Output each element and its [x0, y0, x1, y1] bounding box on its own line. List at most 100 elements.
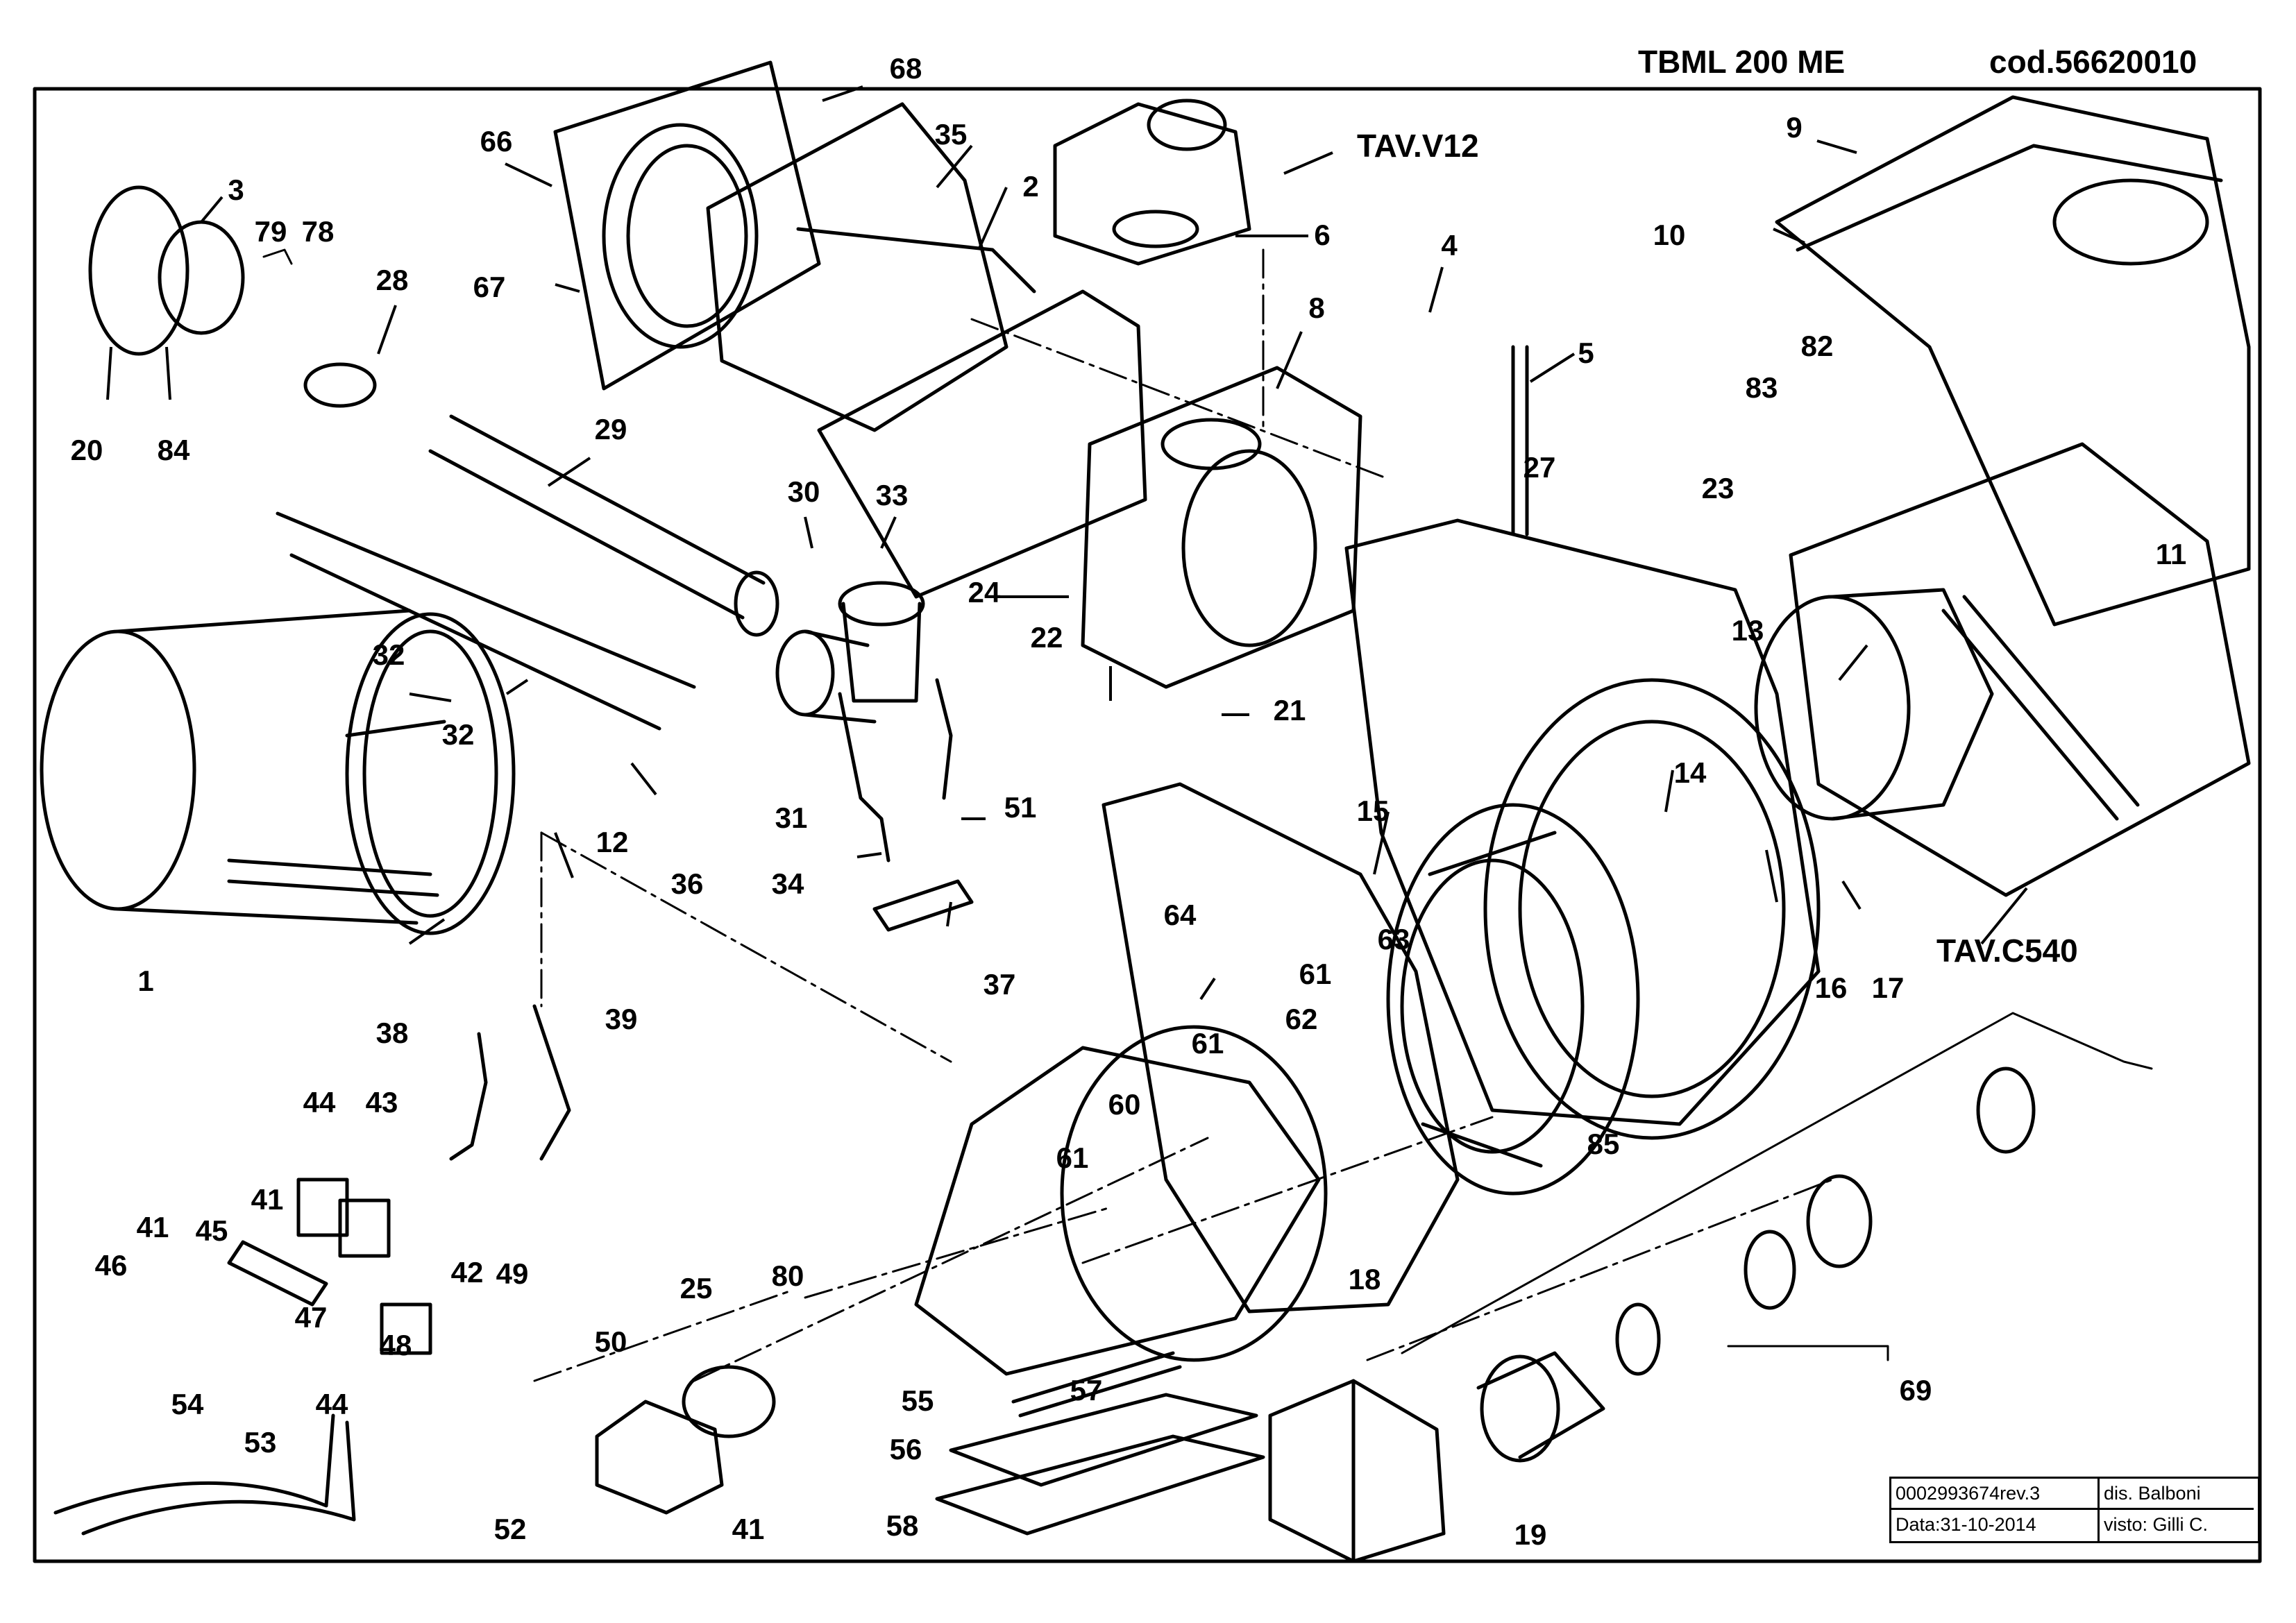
part-label-50: 50: [594, 1325, 627, 1358]
part-label-24: 24: [968, 576, 1001, 609]
part-label-85: 85: [1587, 1128, 1620, 1160]
part-label-41: 41: [136, 1211, 169, 1243]
part-cover: [1775, 95, 2251, 627]
part-label-8: 8: [1308, 291, 1325, 324]
part-label-18: 18: [1348, 1263, 1381, 1295]
title-block: 0002993674rev.3 dis. Balboni Data:31-10-…: [1889, 1477, 2260, 1543]
part-label-57: 57: [1070, 1374, 1103, 1407]
part-label-5: 5: [1578, 337, 1594, 369]
part-label-32: 32: [441, 718, 475, 751]
part-pipe-39: [532, 1004, 571, 1161]
group-bracket-69: [1401, 1012, 2153, 1361]
part-label-21: 21: [1273, 694, 1306, 726]
part-label-84: 84: [157, 434, 190, 466]
part-label-61: 61: [1299, 958, 1332, 990]
leader-lines: [106, 85, 2028, 1001]
part-label-67: 67: [473, 271, 506, 303]
part-elbow: [775, 581, 925, 724]
part-control-panel: [1789, 442, 2251, 897]
assembly-guide-lines: [533, 248, 1834, 1382]
part-label-64: 64: [1163, 899, 1197, 931]
part-pump-gasket: [682, 1365, 776, 1438]
part-flange-gasket: [553, 60, 821, 391]
part-label-63: 63: [1377, 923, 1410, 955]
part-nozzle-holder: [303, 362, 377, 408]
part-label-30: 30: [787, 475, 820, 508]
part-label-34: 34: [771, 867, 804, 900]
part-label-45: 45: [195, 1214, 228, 1247]
part-label-44: 44: [315, 1388, 348, 1420]
part-pipe-34: [838, 692, 890, 863]
part-label-80: 80: [771, 1259, 804, 1292]
part-label-35: 35: [934, 118, 968, 151]
part-label-66: 66: [480, 125, 513, 158]
part-label-54: 54: [171, 1388, 204, 1420]
part-label-12: 12: [596, 826, 629, 858]
part-label-6: 6: [1314, 219, 1331, 251]
part-label-29: 29: [594, 413, 627, 445]
part-label-16: 16: [1814, 971, 1848, 1004]
part-label-55: 55: [901, 1384, 934, 1417]
part-motor: [1754, 588, 1994, 821]
drawing-code: cod.56620010: [1989, 44, 2197, 80]
part-label-3: 3: [228, 173, 244, 206]
part-label-39: 39: [605, 1003, 638, 1035]
model-title: TBML 200 ME: [1638, 44, 1846, 80]
part-label-79: 79: [254, 215, 287, 248]
drawing-frame: [33, 87, 2262, 1563]
group-bracket-78: [262, 248, 293, 265]
part-label-53: 53: [244, 1426, 277, 1459]
part-label-15: 15: [1356, 794, 1390, 827]
part-label-14: 14: [1673, 756, 1707, 789]
drawing-date: Data:31-10-2014: [1891, 1510, 2100, 1541]
part-bracket-37: [872, 879, 974, 932]
part-solenoid-valves: [227, 1178, 432, 1355]
part-label-13: 13: [1731, 614, 1764, 647]
part-label-9: 9: [1786, 111, 1803, 144]
part-diffuser-disc: [88, 185, 245, 356]
part-control-box: [1268, 1379, 1446, 1563]
part-label-28: 28: [375, 264, 409, 296]
part-fuel-hoses: [53, 1413, 356, 1536]
part-label-1: 1: [137, 965, 154, 997]
checked-by: visto: Gilli C.: [2104, 1514, 2209, 1535]
part-label-17: 17: [1871, 971, 1905, 1004]
part-label-49: 49: [496, 1257, 529, 1290]
part-label-82: 82: [1800, 330, 1834, 362]
part-label-31: 31: [775, 801, 808, 834]
part-label-48: 48: [379, 1329, 412, 1361]
part-blast-tube: [40, 609, 516, 935]
part-label-19: 19: [1514, 1518, 1547, 1551]
part-label-47: 47: [294, 1301, 328, 1334]
part-label-38: 38: [375, 1017, 409, 1049]
drawn-by: dis. Balboni: [2100, 1479, 2254, 1510]
part-label-36: 36: [670, 867, 704, 900]
part-pump: [595, 1400, 724, 1515]
part-label-61: 61: [1191, 1027, 1224, 1060]
part-label-46: 46: [94, 1249, 128, 1282]
part-fan-housing: [1344, 518, 1821, 1140]
part-label-69: 69: [1899, 1374, 1932, 1407]
part-label-83: 83: [1745, 371, 1778, 404]
part-label-43: 43: [365, 1086, 398, 1119]
part-lance-tube: [276, 414, 779, 731]
reference-label-0: TAV.V12: [1357, 128, 1479, 164]
part-label-58: 58: [886, 1509, 919, 1542]
part-pipe-38: [449, 1032, 488, 1161]
part-label-33: 33: [875, 479, 909, 511]
part-label-2: 2: [1022, 170, 1039, 203]
part-impeller: [1386, 803, 1640, 1196]
part-base-plates: [935, 1351, 1265, 1536]
part-label-20: 20: [70, 434, 103, 466]
part-label-52: 52: [493, 1513, 527, 1545]
part-rod: [1511, 345, 1529, 536]
part-label-44: 44: [303, 1086, 336, 1119]
part-label-51: 51: [1004, 791, 1037, 824]
part-label-22: 22: [1030, 621, 1063, 654]
part-label-42: 42: [450, 1256, 484, 1289]
part-label-62: 62: [1285, 1003, 1318, 1035]
part-label-37: 37: [983, 968, 1016, 1001]
part-shaft-assembly: [1476, 1067, 2036, 1463]
part-air-valve: [1053, 99, 1251, 266]
